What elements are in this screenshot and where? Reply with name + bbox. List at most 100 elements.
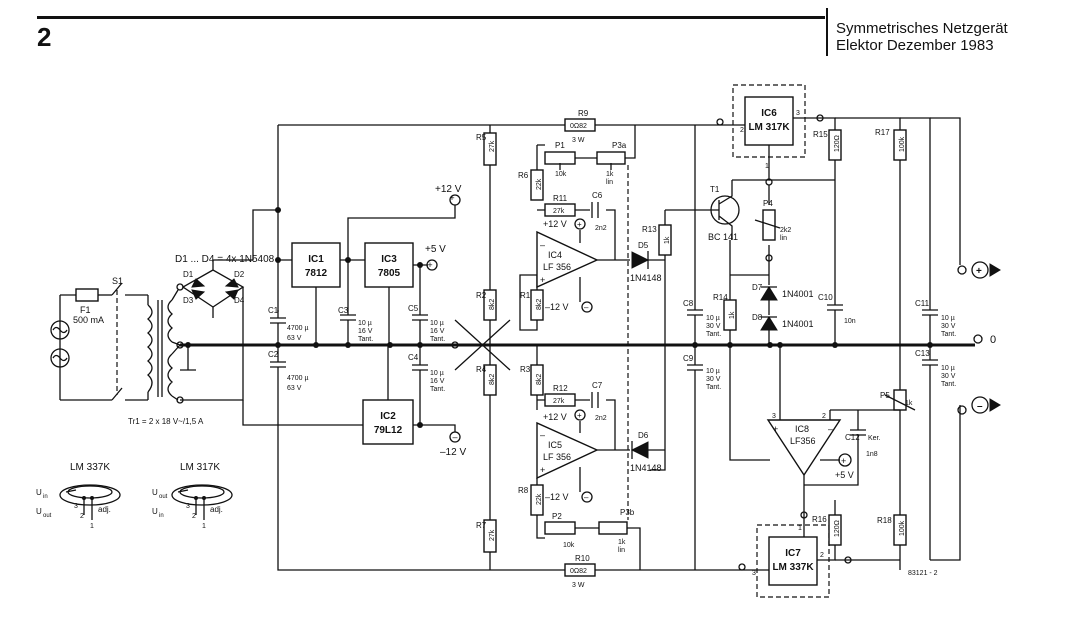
c9-label: C9 xyxy=(683,354,694,363)
d7-label: D7 xyxy=(752,283,763,292)
d4-label: D4 xyxy=(234,296,245,305)
m12v-label: –12 V xyxy=(440,447,466,458)
c8-voltage: 30 V xyxy=(706,323,721,330)
p1-label: P1 xyxy=(555,141,565,150)
r16-value: 120Ω xyxy=(834,520,841,537)
ic2-label: IC2 xyxy=(380,411,396,422)
c9-value: 10 µ xyxy=(706,368,720,375)
r4-value: 8k2 xyxy=(489,374,496,385)
c7-label: C7 xyxy=(592,381,603,390)
p3a-lin: lin xyxy=(606,179,613,186)
switch-s1 xyxy=(111,282,148,401)
r8-label: R8 xyxy=(518,486,529,495)
terminal-zero xyxy=(973,334,983,344)
c8-label: C8 xyxy=(683,299,694,308)
r3-value: 8k2 xyxy=(536,374,543,385)
ic7-pin2: 2 xyxy=(820,552,824,559)
capacitor-c2 xyxy=(270,345,286,380)
c11-voltage: 30 V xyxy=(941,323,956,330)
r10-value: 0Ω82 xyxy=(570,568,587,575)
ic5-lf356 xyxy=(536,421,599,480)
p3b-label: P3b xyxy=(620,508,635,517)
ic4-label: IC4 xyxy=(548,250,562,260)
r3-label: R3 xyxy=(520,365,531,374)
t1-label: T1 xyxy=(710,185,720,194)
ic6-pin1: 1 xyxy=(765,163,769,170)
s1-label: S1 xyxy=(112,276,123,286)
ic1-7812 xyxy=(291,242,341,288)
r9-label: R9 xyxy=(578,109,589,118)
c5-value: 10 µ xyxy=(430,320,444,327)
c13-label: C13 xyxy=(915,349,930,358)
svg-text:+: + xyxy=(427,260,432,270)
ic2-79l12 xyxy=(362,399,414,445)
r6-value: 22k xyxy=(536,178,543,190)
r7-label: R7 xyxy=(476,521,487,530)
c5-type: Tant. xyxy=(430,336,445,343)
lm337k-adj: adj. xyxy=(98,505,111,514)
lm337k-uout: U xyxy=(36,507,42,516)
ic2-type: 79L12 xyxy=(374,425,403,436)
ic4-supply-p: +12 V xyxy=(543,219,567,229)
r11-label: R11 xyxy=(553,194,568,203)
r13-label: R13 xyxy=(642,225,657,234)
c5-voltage: 16 V xyxy=(430,328,445,335)
c11-type: Tant. xyxy=(941,331,956,338)
svg-text:–: – xyxy=(828,424,833,434)
p12v-label: +12 V xyxy=(435,184,462,195)
r6-label: R6 xyxy=(518,171,529,180)
ic1-label: IC1 xyxy=(308,254,324,265)
p3b-lin: lin xyxy=(618,547,625,554)
svg-text:+: + xyxy=(577,411,582,420)
header-divider xyxy=(826,8,828,56)
c4-voltage: 16 V xyxy=(430,378,445,385)
c9-voltage: 30 V xyxy=(706,376,721,383)
r18-value: 100k xyxy=(899,520,906,536)
d5-type: 1N4148 xyxy=(630,273,662,283)
ic5-supply-p: +12 V xyxy=(543,412,567,422)
c4-label: C4 xyxy=(408,353,419,362)
terminal-m12 xyxy=(449,431,461,443)
header-rule xyxy=(37,16,825,19)
terminal-p12 xyxy=(449,194,461,206)
d1-label: D1 xyxy=(183,270,194,279)
c8-type: Tant. xyxy=(706,331,721,338)
c12-label: C12 xyxy=(845,433,860,442)
svg-text:+: + xyxy=(540,275,545,285)
p2-label: P2 xyxy=(552,512,562,521)
lm317k-uout: U xyxy=(152,488,158,497)
c13-type: Tant. xyxy=(941,381,956,388)
diodes-header: D1 ... D4 = 4x 1N5408 xyxy=(175,254,275,265)
p4-lin: lin xyxy=(780,235,787,242)
c3-label: C3 xyxy=(338,306,349,315)
c10-value: 10n xyxy=(844,318,856,325)
d2-label: D2 xyxy=(234,270,245,279)
pinout-lm317k xyxy=(171,484,233,520)
svg-text:+: + xyxy=(540,465,545,475)
r4-label: R4 xyxy=(476,365,487,374)
r5-value: 27k xyxy=(489,140,496,152)
c9-type: Tant. xyxy=(706,384,721,391)
lm337k-pin1: 1 xyxy=(90,523,94,530)
figure-number: 2 xyxy=(37,22,52,52)
p1-value: 10k xyxy=(555,171,567,178)
r7-value: 27k xyxy=(489,529,496,541)
ic6-lm317k xyxy=(744,96,794,146)
lm337k-pin3: 3 xyxy=(74,503,78,510)
f1-value: 500 mA xyxy=(73,315,104,325)
ic8-type: LF356 xyxy=(790,436,816,446)
svg-text:–: – xyxy=(540,240,545,250)
r14-value: 1k xyxy=(729,311,736,319)
c1-value: 4700 µ xyxy=(287,325,309,332)
ic6-label: IC6 xyxy=(761,108,777,119)
mains-input xyxy=(50,288,112,401)
c1-label: C1 xyxy=(268,306,279,315)
svg-text:+: + xyxy=(773,424,778,434)
c2-label: C2 xyxy=(268,350,279,359)
out-zero-label: 0 xyxy=(990,334,996,346)
svg-text:+: + xyxy=(841,456,846,466)
d8-type: 1N4001 xyxy=(782,319,814,329)
ic8-p5v-label: +5 V xyxy=(835,470,854,480)
bridge-rectifier xyxy=(180,209,278,401)
